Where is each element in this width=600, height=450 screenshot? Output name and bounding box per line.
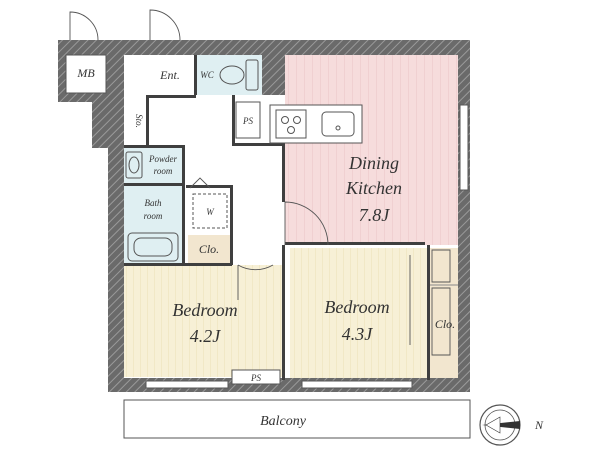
bedroom-left-size: 4.2J [190, 326, 222, 346]
dining-kitchen-label-2: Kitchen [345, 178, 402, 198]
bedroom-right-floor [290, 248, 428, 378]
ps-top-label: PS [242, 116, 253, 126]
kitchen-wall [262, 55, 285, 95]
sink-icon [125, 151, 143, 179]
ps-bottom-label: PS [250, 373, 261, 383]
storage-label: Sto. [134, 114, 144, 128]
wc-floor [196, 55, 262, 95]
mb-box [65, 54, 107, 94]
wc-label: WC [200, 70, 214, 80]
window-right [459, 104, 469, 191]
balcony-window-left [145, 380, 229, 389]
ps-top-box [235, 101, 261, 139]
toilet-icon [219, 59, 259, 91]
doors [69, 9, 451, 356]
closet-small-label: Clo. [199, 242, 219, 256]
bedroom-right-label: Bedroom [324, 297, 389, 317]
storage-floor [124, 95, 148, 147]
washer-label: W [206, 207, 215, 217]
mb-label: MB [76, 66, 95, 80]
powder-room-label-2: room [154, 166, 173, 176]
bedroom-left-label: Bedroom [172, 300, 237, 320]
dining-kitchen-label-1: Dining [348, 153, 399, 173]
balcony-outline [123, 399, 471, 439]
bath-room-label-1: Bath [145, 198, 162, 208]
bedroom-right-size: 4.3J [342, 324, 374, 344]
closet-right-label: Clo. [435, 317, 455, 331]
closet-small-floor [188, 235, 230, 263]
compass-icon [479, 404, 521, 446]
bedroom-left-floor [124, 265, 284, 377]
bathtub-icon [127, 232, 179, 262]
powder-room-label-1: Powder [148, 154, 177, 164]
closet-right-floor [430, 248, 458, 378]
compass-north-label: N [534, 418, 544, 432]
ps-bottom-box [231, 369, 281, 385]
dining-kitchen-size: 7.8J [359, 205, 391, 225]
balcony-label: Balcony [260, 414, 307, 429]
balcony-window-right [301, 380, 413, 389]
kitchen-counter [269, 104, 363, 144]
washer-box [192, 193, 228, 229]
bath-floor [124, 185, 182, 263]
entrance-label: Ent. [159, 68, 180, 82]
bath-room-label-2: room [144, 211, 163, 221]
entrance-floor [148, 55, 194, 95]
